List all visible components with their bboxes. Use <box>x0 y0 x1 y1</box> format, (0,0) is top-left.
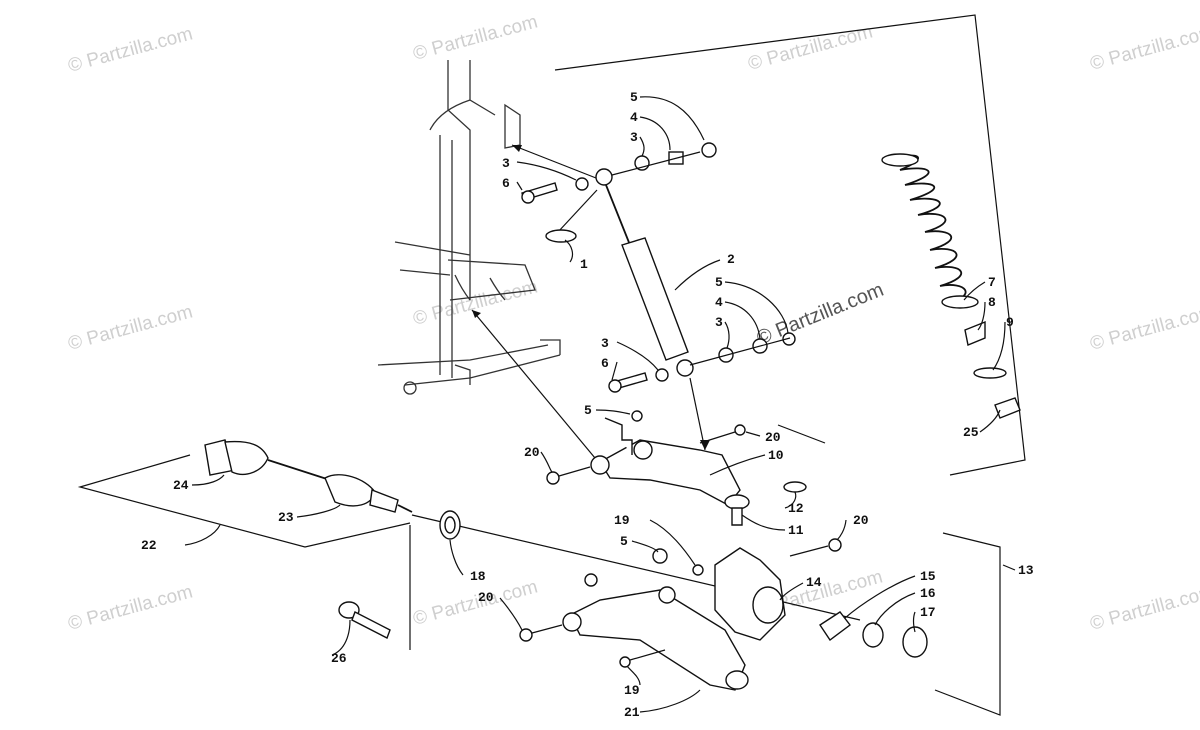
shock-group-bracket <box>554 14 1026 476</box>
leader-line <box>511 144 597 179</box>
watermark: © Partzilla.com <box>1088 581 1200 634</box>
watermark: © Partzilla.com <box>746 21 875 74</box>
callout-5: 5 <box>584 403 592 418</box>
callout-19: 19 <box>614 513 630 528</box>
callout-6: 6 <box>502 176 510 191</box>
callout-4: 4 <box>630 110 638 125</box>
callout-11: 11 <box>788 523 804 538</box>
watermark: © Partzilla.com <box>66 581 195 634</box>
callout-26: 26 <box>331 651 347 666</box>
shock-absorber <box>557 168 694 377</box>
watermark: © Partzilla.com <box>411 576 540 629</box>
callout-25: 25 <box>963 425 979 440</box>
leader-line <box>471 309 596 459</box>
frame-outline <box>377 60 561 395</box>
callout-22: 22 <box>141 538 157 553</box>
callout-1: 1 <box>580 257 588 272</box>
watermark: © Partzilla.com <box>411 11 540 64</box>
callout-5: 5 <box>630 90 638 105</box>
hub-group-bracket <box>934 532 1001 716</box>
callout-18: 18 <box>470 569 486 584</box>
callout-3: 3 <box>715 315 723 330</box>
watermark: © Partzilla.com <box>1088 301 1200 354</box>
callout-20: 20 <box>478 590 494 605</box>
callout-13: 13 <box>1018 563 1034 578</box>
callout-6: 6 <box>601 356 609 371</box>
callout-4: 4 <box>715 295 723 310</box>
callout-19: 19 <box>624 683 640 698</box>
callout-14: 14 <box>806 575 822 590</box>
callout-20: 20 <box>765 430 781 445</box>
steering-knuckle <box>692 538 928 658</box>
callout-16: 16 <box>920 586 936 601</box>
callout-12: 12 <box>788 501 804 516</box>
callout-leaders <box>184 96 1016 713</box>
watermark: © Partzilla.com <box>754 279 887 350</box>
callout-20: 20 <box>853 513 869 528</box>
shock-hardware-bottom <box>608 332 796 451</box>
drive-axle <box>204 439 413 513</box>
callout-10: 10 <box>768 448 784 463</box>
callout-24: 24 <box>173 478 189 493</box>
axle-group-bracket <box>77 454 411 548</box>
callout-20: 20 <box>524 445 540 460</box>
upper-a-arm <box>546 410 807 526</box>
callout-2: 2 <box>727 252 735 267</box>
callout-9: 9 <box>1006 315 1014 330</box>
callout-21: 21 <box>624 705 640 720</box>
callout-17: 17 <box>920 605 936 620</box>
callout-3: 3 <box>502 156 510 171</box>
callout-labels: 1 2 3 3 3 3 4 4 5 5 5 5 6 6 7 8 9 10 11 … <box>141 90 1034 720</box>
watermark: © Partzilla.com <box>66 23 195 76</box>
callout-7: 7 <box>988 275 996 290</box>
callout-23: 23 <box>278 510 294 525</box>
wheel-stud <box>338 601 391 639</box>
coil-spring <box>881 153 1021 419</box>
watermark: © Partzilla.com <box>66 301 195 354</box>
shock-hardware-top <box>521 142 717 243</box>
callout-3: 3 <box>630 130 638 145</box>
watermark: © Partzilla.com <box>411 276 540 329</box>
callout-5: 5 <box>715 275 723 290</box>
callout-3: 3 <box>601 336 609 351</box>
axle-seal <box>439 510 461 540</box>
callout-5: 5 <box>620 534 628 549</box>
callout-8: 8 <box>988 295 996 310</box>
lower-a-arm <box>519 548 749 691</box>
axle-axis-line <box>411 514 861 621</box>
watermark: © Partzilla.com <box>1088 21 1200 74</box>
callout-15: 15 <box>920 569 936 584</box>
